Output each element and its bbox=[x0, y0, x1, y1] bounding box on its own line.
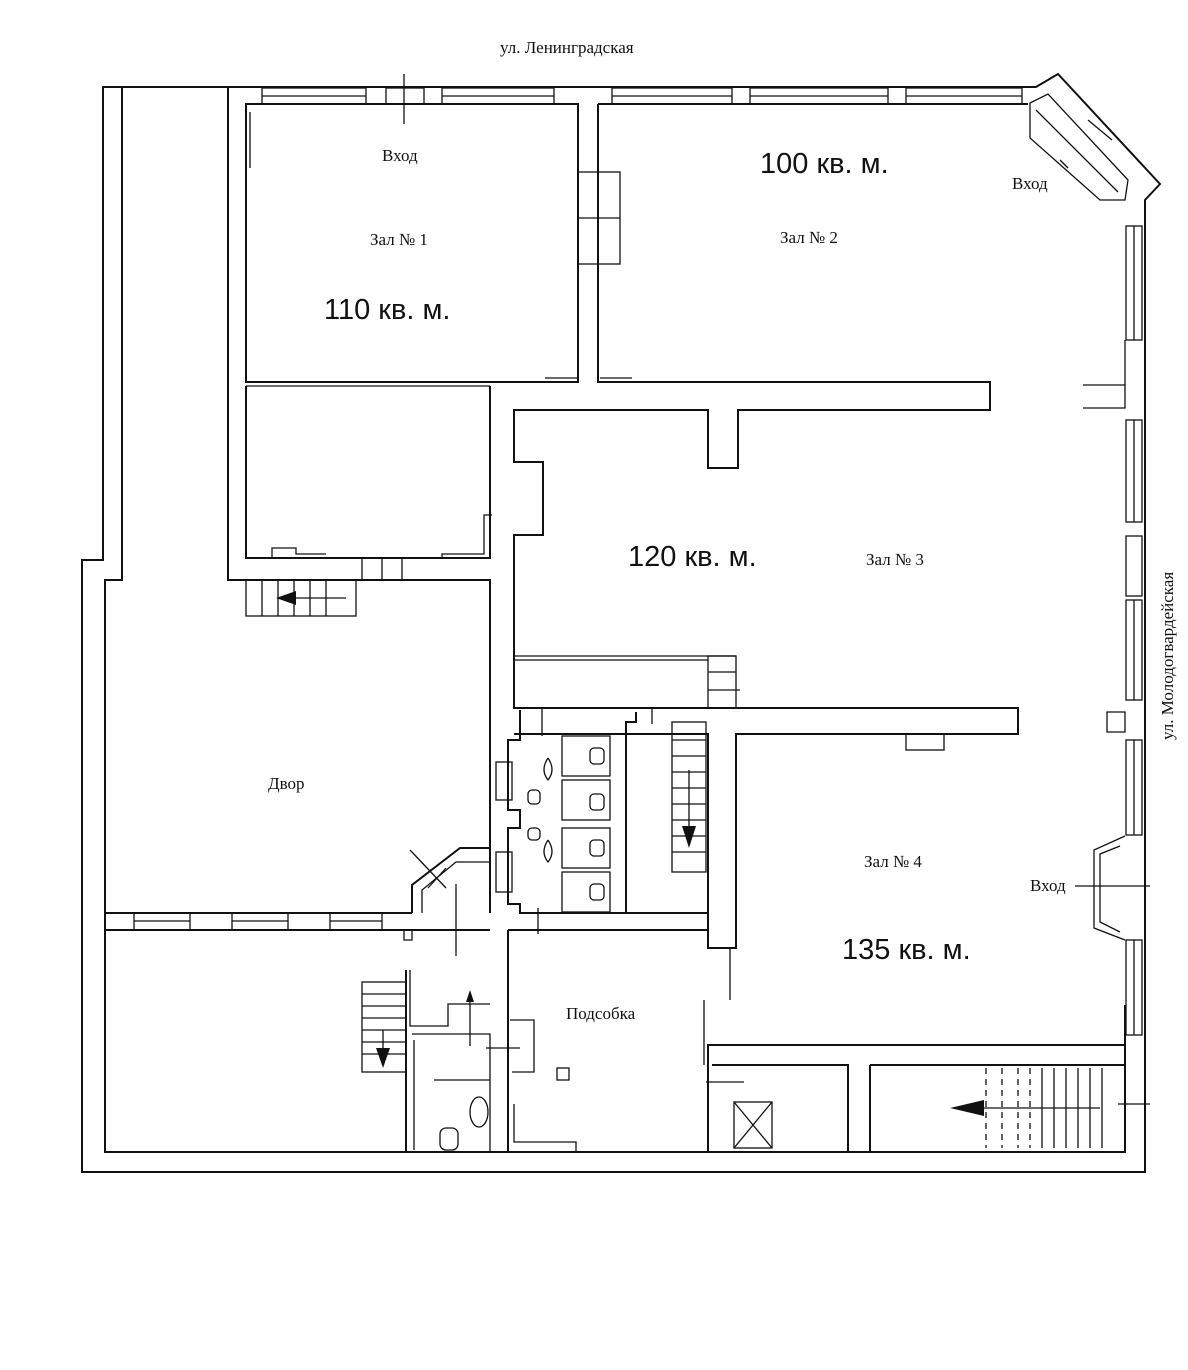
bottom-right-rooms bbox=[706, 1064, 1150, 1152]
yard-south-wall bbox=[105, 912, 490, 941]
hall-2-name: Зал № 2 bbox=[780, 228, 838, 247]
east-entrance bbox=[1075, 835, 1150, 941]
restroom-block bbox=[495, 708, 653, 934]
hall-2-area: 100 кв. м. bbox=[760, 148, 889, 180]
hall-1-entrance-label: Вход bbox=[382, 146, 418, 165]
ne-corner-entrance bbox=[1029, 93, 1129, 201]
sw-stair bbox=[361, 970, 491, 1152]
hall-1-name: Зал № 1 bbox=[370, 230, 428, 249]
hall-4-area: 135 кв. м. bbox=[842, 934, 971, 966]
hall-1-area: 110 кв. м. bbox=[324, 294, 451, 326]
utility-room-walls bbox=[486, 929, 709, 1152]
hall-3-details bbox=[514, 655, 945, 751]
hall-4-entrance-label: Вход bbox=[1030, 876, 1066, 895]
street-north-label: ул. Ленинградская bbox=[500, 38, 634, 57]
hall-2-entrance-label: Вход bbox=[1012, 174, 1048, 193]
north-windows bbox=[261, 74, 1023, 124]
yard-label: Двор bbox=[268, 774, 305, 793]
small-room-north bbox=[245, 386, 492, 581]
yard-passage bbox=[409, 847, 490, 956]
hall-4-name: Зал № 4 bbox=[864, 852, 922, 871]
stair-center bbox=[626, 721, 708, 914]
hall-3-name: Зал № 3 bbox=[866, 550, 924, 569]
hall-4-walls bbox=[703, 948, 1125, 1065]
hall-2-walls bbox=[513, 103, 1126, 949]
east-windows bbox=[1083, 225, 1143, 1036]
utility-room-label: Подсобка bbox=[566, 1004, 636, 1023]
stair-north bbox=[245, 579, 357, 617]
hall-3-area: 120 кв. м. bbox=[628, 541, 757, 573]
hall-1-walls bbox=[245, 103, 621, 387]
street-east-label: ул. Молодогвардейская bbox=[1158, 571, 1177, 740]
